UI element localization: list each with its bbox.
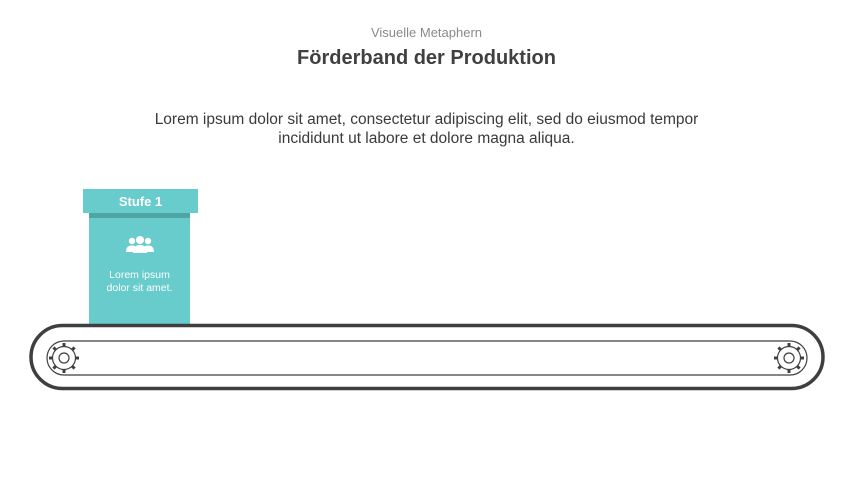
slide-subtitle: Visuelle Metaphern — [370, 25, 483, 40]
lead-text: Lorem ipsum dolor sit amet, consectetur … — [154, 111, 699, 147]
belt-outer — [29, 323, 825, 391]
gear-icon — [49, 343, 79, 373]
stage-body: Lorem ipsum dolor sit amet. — [89, 218, 190, 325]
belt-right-arc — [789, 340, 808, 376]
stage-description: Lorem ipsum dolor sit amet. — [106, 269, 173, 294]
stage-card: Stufe 1 Lorem ipsum dolor sit amet. — [83, 189, 198, 325]
gear-icon — [774, 343, 804, 373]
people-group-icon — [126, 236, 154, 253]
stage-label: Stufe 1 — [83, 189, 198, 213]
belt-left-arc — [46, 340, 65, 376]
slide-title: Förderband der Produktion — [297, 47, 556, 69]
stage-cap-shadow — [89, 213, 190, 218]
